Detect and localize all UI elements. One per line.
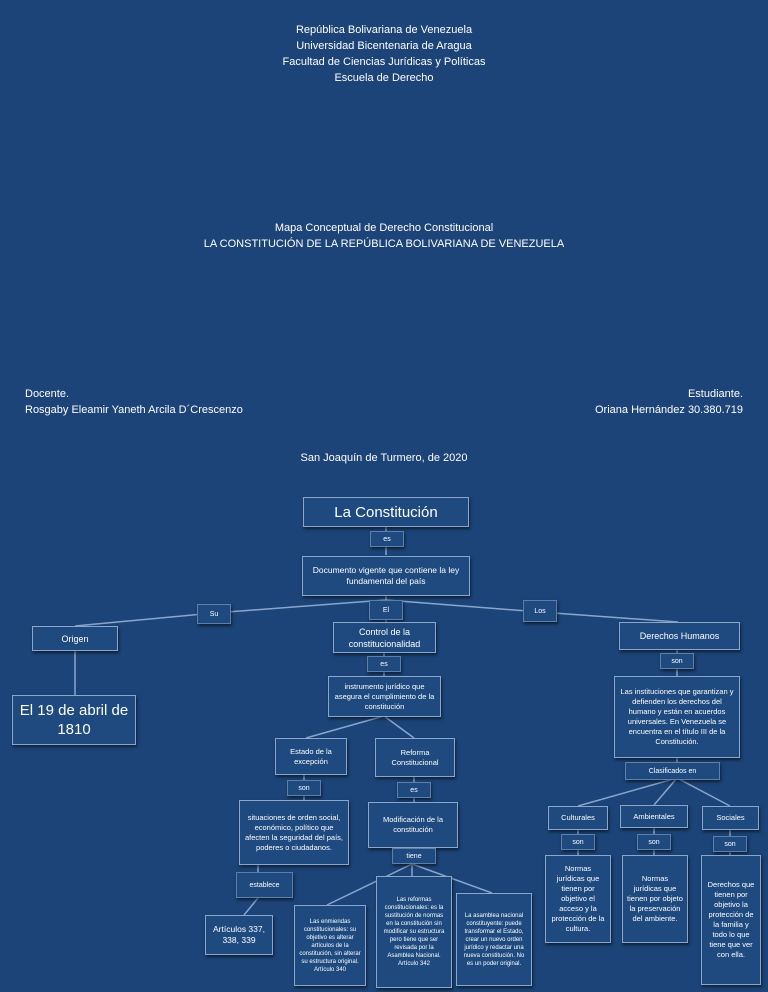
- node-la-constitucion: La Constitución: [303, 497, 469, 527]
- node-estado-excepcion: Estado de la excepción: [275, 738, 347, 775]
- node-articulos: Artículos 337, 338, 339: [205, 915, 273, 955]
- link-el: El: [369, 600, 403, 620]
- header-line-2: Universidad Bicentenaria de Aragua: [296, 40, 472, 52]
- node-control: Control de la constitucionalidad: [333, 622, 436, 653]
- link-es-1: es: [370, 531, 404, 547]
- node-instituciones: Las instituciones que garantizan y defie…: [614, 676, 740, 758]
- docente-name: Rosgaby Eleamir Yaneth Arcila D´Crescenz…: [25, 404, 243, 416]
- node-normas-ambientales: Normas jurídicas que tienen por objeto l…: [622, 855, 688, 943]
- node-sociales: Sociales: [702, 806, 759, 830]
- link-tiene: tiene: [392, 848, 436, 864]
- node-normas-sociales: Derechos que tienen por objetivo la prot…: [701, 855, 761, 985]
- node-modificacion: Modificación de la constitución: [368, 802, 458, 848]
- link-establece: establece: [236, 872, 293, 898]
- node-asamblea: La asamblea nacional constituyente: pued…: [456, 893, 532, 986]
- node-normas-culturales: Normas jurídicas que tienen por objetivo…: [545, 855, 611, 943]
- node-reforma-constitucional: Reforma Constitucional: [375, 738, 455, 777]
- estudiante-block: Estudiante. Oriana Hernández 30.380.719: [595, 386, 743, 418]
- node-enmiendas: Las enmiendas constitucionales: su objet…: [294, 905, 366, 986]
- title-line-2: LA CONSTITUCIÓN DE LA REPÚBLICA BOLIVARI…: [203, 238, 565, 250]
- header-line-3: Facultad de Ciencias Jurídicas y Polític…: [282, 56, 486, 68]
- header-line-1: República Bolivariana de Venezuela: [295, 24, 473, 36]
- link-son-4: son: [637, 834, 671, 850]
- node-situaciones: situaciones de orden social, económico, …: [239, 800, 349, 865]
- link-su: Su: [197, 604, 231, 624]
- node-documento: Documento vigente que contiene la ley fu…: [302, 556, 470, 596]
- link-son-1: son: [287, 780, 321, 796]
- place-date: San Joaquín de Turmero, de 2020: [300, 452, 468, 464]
- title-line-1: Mapa Conceptual de Derecho Constituciona…: [274, 222, 494, 234]
- estudiante-label: Estudiante.: [687, 388, 743, 400]
- header-line-4: Escuela de Derecho: [334, 72, 434, 84]
- node-fecha: El 19 de abril de 1810: [12, 695, 136, 745]
- node-origen: Origen: [32, 626, 118, 651]
- link-es-3: es: [397, 782, 431, 798]
- link-son-3: son: [561, 834, 595, 850]
- link-los: Los: [523, 600, 557, 622]
- docente-block: Docente. Rosgaby Eleamir Yaneth Arcila D…: [25, 386, 243, 418]
- link-son-2: son: [660, 653, 694, 669]
- link-clasificados: Clasificados en: [625, 762, 720, 780]
- node-ambientales: Ambientales: [620, 805, 688, 828]
- node-culturales: Culturales: [548, 806, 608, 830]
- node-instrumento: instrumento jurídico que asegura el cump…: [328, 676, 441, 717]
- estudiante-name: Oriana Hernández 30.380.719: [595, 404, 743, 416]
- link-son-5: son: [713, 836, 747, 852]
- link-es-2: es: [367, 656, 401, 672]
- node-reformas: Las reformas constitucionales: es la sus…: [376, 876, 452, 988]
- node-derechos-humanos: Derechos Humanos: [619, 622, 740, 650]
- docente-label: Docente.: [25, 388, 70, 400]
